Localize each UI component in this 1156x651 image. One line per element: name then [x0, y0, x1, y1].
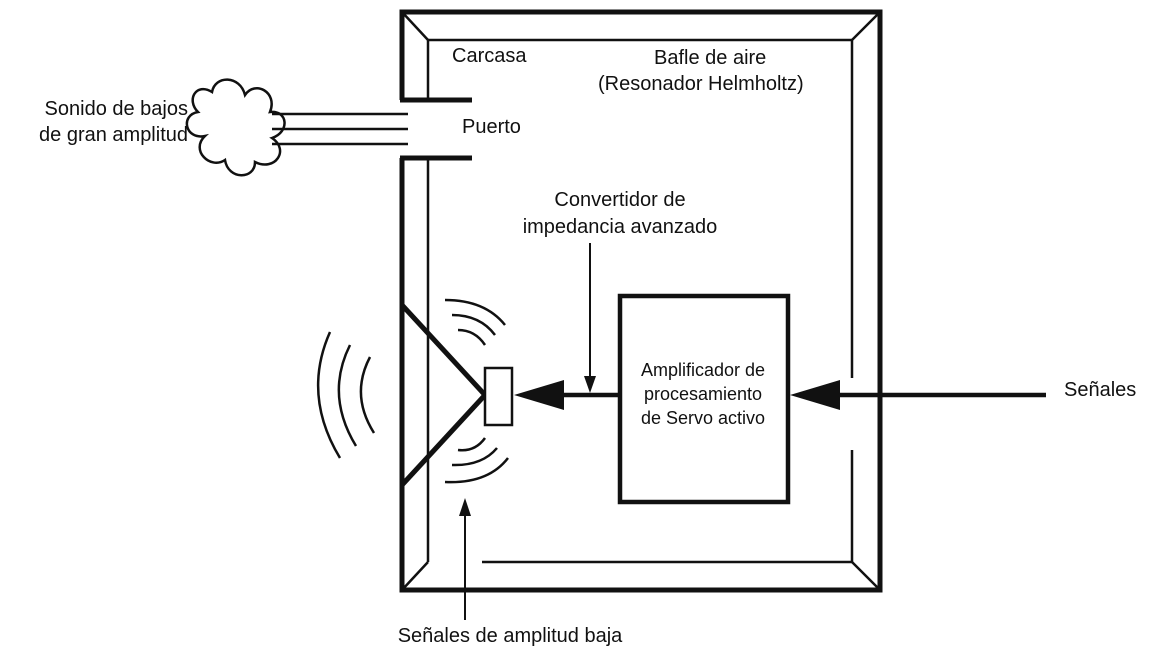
air-baffle-inner [401, 11, 881, 591]
housing-frame [399, 9, 883, 593]
coil-waves-upper [444, 298, 506, 346]
wave-up-2 [451, 313, 496, 336]
converter-label-line2: impedancia avanzado [523, 216, 718, 238]
air-baffle-label-line2: (Resonador Helmholtz) [598, 73, 804, 95]
front-sound-waves [316, 331, 376, 459]
signals-label: Señales [1064, 379, 1136, 401]
cone-upper-edge [400, 303, 487, 397]
corner-miter-tr [851, 11, 881, 41]
converter-label-line1: Convertidor de [554, 189, 685, 211]
port-label: Puerto [462, 116, 521, 138]
amp-to-coil-arrowhead [514, 380, 564, 410]
corner-miter-tl [401, 11, 429, 41]
housing-label: Carcasa [452, 45, 527, 67]
bass-sound-cloud [185, 78, 286, 177]
bass-sound-label-line1: Sonido de bajos [45, 98, 188, 120]
signal-input-arrowhead [790, 380, 840, 410]
wave-down-1 [457, 437, 487, 452]
wave-front-2 [337, 344, 358, 447]
wave-up-1 [444, 298, 506, 326]
amplifier-box [617, 293, 791, 505]
corner-miter-br [851, 561, 881, 591]
converter-pointer-arrowhead [584, 376, 596, 393]
wave-down-3 [444, 457, 509, 484]
amplifier-label-line2: procesamiento [644, 384, 762, 404]
wave-front-3 [359, 356, 376, 434]
coil-waves-lower [444, 437, 509, 484]
low-amplitude-signals-label: Señales de amplitud baja [398, 625, 623, 647]
amplifier-label-line1: Amplificador de [641, 360, 765, 380]
corner-miter-bl [401, 561, 429, 591]
cone-lower-edge [400, 393, 487, 487]
port-air-lines [272, 112, 408, 146]
housing-outer-wall [399, 9, 883, 593]
bass-sound-label-line2: de gran amplitud [39, 124, 188, 146]
air-baffle-label-line1: Bafle de aire [654, 47, 766, 69]
wave-front-1 [316, 331, 342, 459]
speaker-cone [400, 303, 487, 487]
wave-down-2 [451, 447, 498, 467]
voice-coil [483, 366, 514, 427]
low-amplitude-pointer-arrowhead [459, 498, 471, 516]
wave-up-3 [457, 328, 487, 346]
amplifier-label-line3: de Servo activo [641, 408, 765, 428]
